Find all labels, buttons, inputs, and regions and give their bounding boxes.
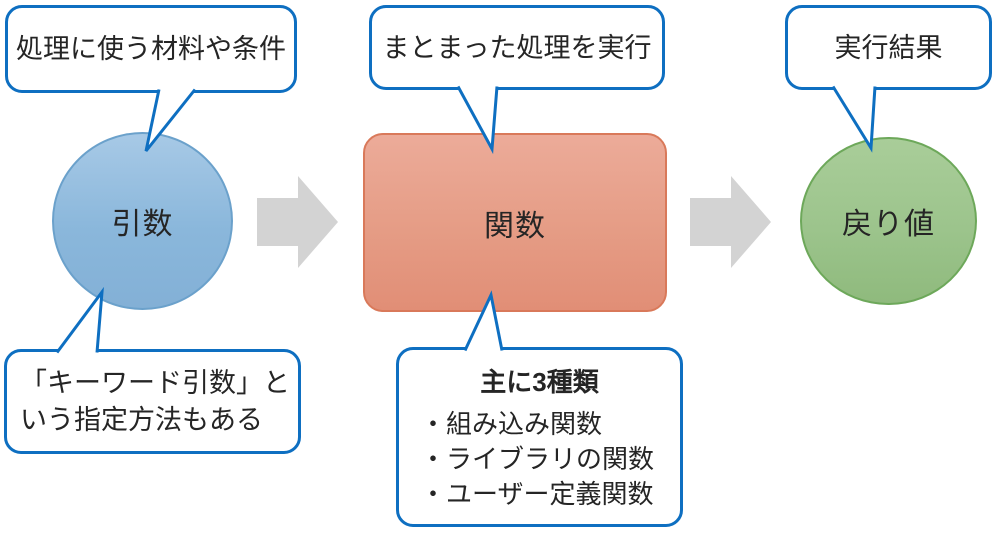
callout-keyword-line1: 「キーワード引数」と (20, 367, 290, 398)
callout-keyword-argument: 「キーワード引数」と いう指定方法もある (4, 349, 301, 454)
callout-result-text: 実行結果 (834, 32, 943, 63)
argument-label: 引数 (111, 208, 174, 241)
callout-types-list: ・組み込み関数 ・ライブラリの関数 ・ユーザー定義関数 (399, 407, 680, 512)
return-value-label: 戻り値 (842, 208, 935, 241)
callout-types-item: ・組み込み関数 (420, 409, 603, 439)
callout-process-text: まとまった処理を実行 (382, 32, 652, 63)
callout-result: 実行結果 (785, 5, 992, 90)
callout-types-item: ・ライブラリの関数 (420, 444, 655, 474)
callout-keyword-line2: いう指定方法もある (20, 404, 263, 435)
callout-materials: 処理に使う材料や条件 (5, 5, 297, 93)
callout-function-types: 主に3種類 ・組み込み関数 ・ライブラリの関数 ・ユーザー定義関数 (396, 347, 683, 527)
callout-keyword-tail (55, 286, 104, 354)
callout-materials-text: 処理に使う材料や条件 (16, 34, 286, 64)
arrow-right-icon (257, 176, 338, 268)
function-label: 関数 (484, 209, 546, 243)
arrow-right-icon (690, 176, 771, 268)
callout-types-item: ・ユーザー定義関数 (420, 479, 654, 509)
function-box: 関数 (363, 133, 667, 312)
argument-circle: 引数 (52, 132, 233, 310)
callout-process: まとまった処理を実行 (369, 5, 665, 90)
callout-types-title: 主に3種類 (480, 367, 599, 397)
return-value-circle: 戻り値 (800, 137, 977, 305)
